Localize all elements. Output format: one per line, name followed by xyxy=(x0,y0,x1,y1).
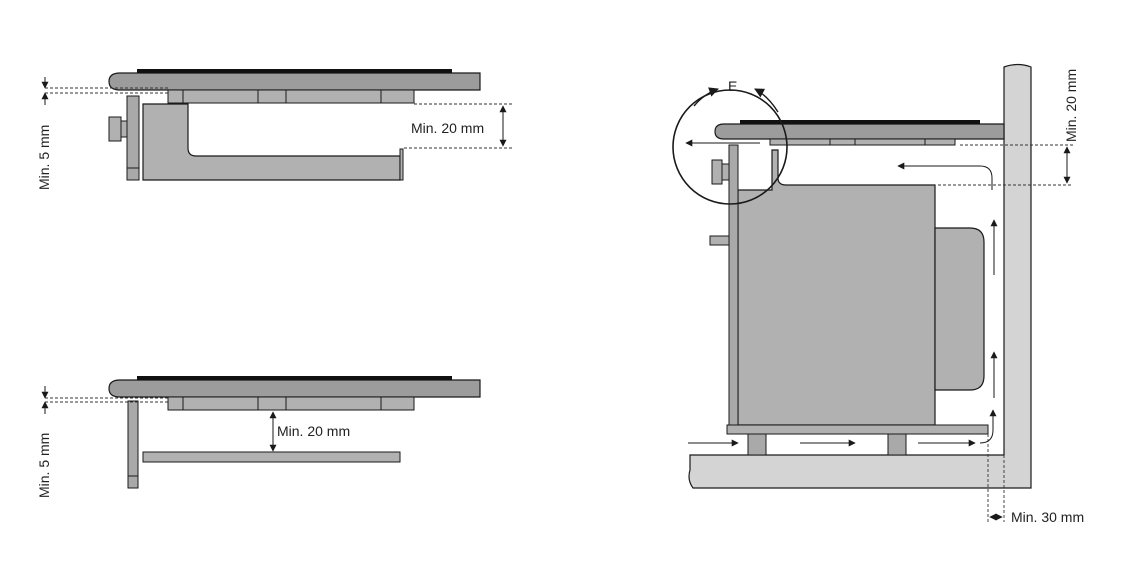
detail-circle xyxy=(672,89,788,205)
hob-unit xyxy=(769,138,831,146)
separator-panel xyxy=(142,451,401,463)
rear-gap-label: Min. 30 mm xyxy=(1011,509,1084,525)
front-panel-foot xyxy=(126,167,140,181)
oven-foot xyxy=(747,433,767,456)
hob-unit xyxy=(380,396,415,411)
knob-stem xyxy=(721,163,730,181)
hob-unit xyxy=(285,396,382,411)
drawer-back xyxy=(399,148,404,181)
oven-front xyxy=(728,144,739,428)
hob-unit xyxy=(167,89,184,104)
knob-stem xyxy=(120,120,128,138)
hob-glass xyxy=(137,376,452,380)
knob xyxy=(711,159,723,185)
panel-bottom-left: Min. 5 mm Min. 20 mm xyxy=(36,376,481,498)
hob-glass xyxy=(740,120,980,124)
wall xyxy=(688,63,1032,489)
hob-unit xyxy=(380,89,415,104)
panel-top-left: Min. 5 mm Min. 20 mm xyxy=(36,69,512,190)
oven-body xyxy=(737,149,936,426)
front-panel xyxy=(127,400,139,477)
worktop xyxy=(714,123,1005,140)
oven-handle xyxy=(709,235,730,246)
hob-unit xyxy=(854,138,926,146)
hob-unit xyxy=(182,396,259,411)
worktop xyxy=(108,72,481,91)
top-gap-label: Min. 20 mm xyxy=(1063,69,1079,142)
panel-gap-label: Min. 20 mm xyxy=(277,423,350,439)
worktop xyxy=(108,379,481,398)
hob-unit xyxy=(829,138,856,146)
panel-right: E Min. 20 mm Min. 30 mm xyxy=(672,63,1084,525)
front-panel xyxy=(126,95,140,169)
drawer-gap-label: Min. 20 mm xyxy=(411,120,484,136)
hob-unit xyxy=(167,396,184,411)
side-gap-label: Min. 5 mm xyxy=(36,125,52,190)
oven-base xyxy=(726,424,989,435)
hob-unit xyxy=(285,89,382,104)
side-gap-label: Min. 5 mm xyxy=(36,433,52,498)
hob-unit xyxy=(182,89,259,104)
oven-foot xyxy=(887,433,907,456)
hob-unit xyxy=(924,138,956,146)
hob-unit xyxy=(257,396,287,411)
knob xyxy=(108,116,122,142)
detail-marker-label: E xyxy=(728,78,737,94)
hob-unit xyxy=(257,89,287,104)
hob-glass xyxy=(137,69,452,73)
oven-rear-housing xyxy=(934,227,985,391)
drawer xyxy=(142,103,401,181)
front-panel-foot xyxy=(127,475,139,489)
